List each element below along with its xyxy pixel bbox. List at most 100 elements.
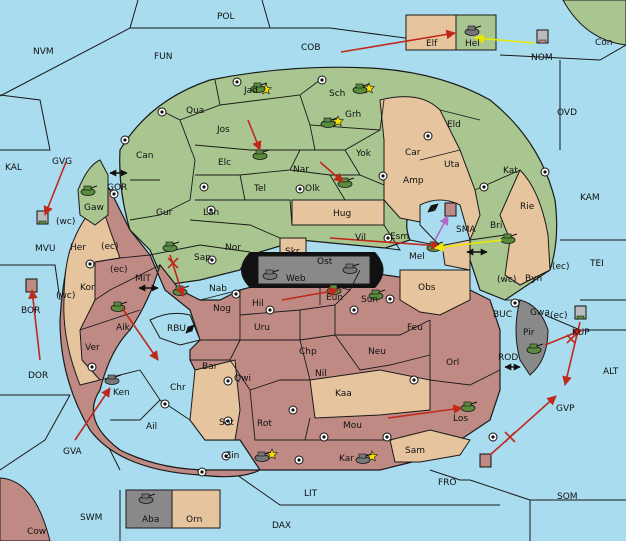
army-unit-kar[interactable]	[355, 453, 373, 464]
label-chp: Chp	[299, 347, 317, 357]
supply-center	[265, 305, 275, 315]
label-wc-3: (wc)	[56, 291, 75, 301]
label-som: SOM	[557, 492, 578, 502]
label-lit: LIT	[304, 489, 318, 499]
army-unit-sap[interactable]	[162, 241, 180, 252]
label-ec-2: (ec)	[552, 262, 570, 272]
label-hug: Hug	[333, 209, 351, 219]
canal-connectors	[109, 169, 521, 371]
army-unit-zin[interactable]	[254, 451, 272, 462]
fleet-unit-mvu[interactable]	[36, 210, 49, 225]
army-unit-jad[interactable]	[250, 82, 268, 93]
supply-centers	[85, 75, 550, 477]
label-nar: Nar	[293, 165, 309, 175]
supply-center	[319, 432, 329, 442]
label-nom: NOM	[531, 53, 553, 63]
army-unit-grh[interactable]	[320, 117, 338, 128]
fleet-unit-nom[interactable]	[536, 29, 549, 44]
move-arrow	[319, 161, 344, 183]
sea-rbu[interactable]	[149, 312, 201, 346]
label-ken: Ken	[113, 388, 130, 398]
province-sot[interactable]	[189, 359, 241, 441]
supply-center	[120, 135, 130, 145]
label-feu: Feu	[407, 323, 423, 333]
supply-center	[540, 167, 550, 177]
supply-center	[157, 107, 167, 117]
label-kal: KAL	[5, 163, 22, 173]
label-mvu: MVU	[35, 244, 56, 254]
label-pol: POL	[217, 12, 235, 22]
label-swm: SWM	[80, 513, 102, 523]
province-pir[interactable]	[515, 299, 549, 376]
label-jad: Jad	[243, 86, 258, 96]
army-unit-elc[interactable]	[252, 149, 270, 160]
label-ovd: OVD	[557, 108, 577, 118]
supply-center	[223, 376, 233, 386]
army-unit-sun[interactable]	[368, 289, 386, 300]
supply-center	[479, 182, 489, 192]
label-kup: KUP	[572, 328, 590, 338]
army-unit-aba[interactable]	[138, 493, 156, 504]
fleet-unit-bor[interactable]	[25, 278, 38, 293]
double-arrow-icon	[427, 203, 439, 213]
label-elc: Elc	[218, 158, 231, 168]
label-eun: Eun	[326, 293, 343, 303]
army-unit-ost[interactable]	[342, 263, 360, 274]
label-amp: Amp	[403, 176, 424, 186]
move-arrow	[387, 404, 463, 419]
label-bri: Bri	[490, 221, 502, 231]
label-uru: Uru	[254, 323, 270, 333]
order-arrows	[28, 29, 583, 456]
label-qua: Qua	[186, 106, 204, 116]
army-unit-pir[interactable]	[526, 343, 544, 354]
supply-center	[295, 184, 305, 194]
fleet-unit-gvp[interactable]	[479, 453, 492, 468]
supply-center	[160, 399, 170, 409]
label-nog: Nog	[213, 304, 231, 314]
label-ec-4: (ec)	[550, 311, 568, 321]
army-unit-gaw[interactable]	[80, 185, 98, 196]
support-arrow	[474, 33, 536, 44]
label-sch: Sch	[329, 89, 345, 99]
label-tei: TEI	[589, 259, 604, 269]
province-sam[interactable]	[389, 429, 471, 463]
label-byn: Byn	[525, 274, 542, 284]
label-ec-1: (ec)	[101, 242, 119, 252]
supply-center	[423, 131, 433, 141]
label-vil: Vil	[355, 233, 366, 243]
supply-center	[510, 298, 520, 308]
label-buc: BUC	[493, 310, 512, 320]
label-orn: Orn	[186, 515, 202, 525]
supply-center	[223, 416, 233, 426]
army-unit-aik[interactable]	[110, 301, 128, 312]
label-wc-2: (wc)	[497, 275, 516, 285]
supply-center	[232, 77, 242, 87]
supply-center	[349, 305, 359, 315]
province-orn[interactable]	[171, 489, 221, 529]
province-web[interactable]	[257, 255, 371, 285]
supply-center	[378, 171, 388, 181]
province-kaa[interactable]	[309, 369, 431, 419]
army-unit-ken[interactable]	[104, 374, 122, 385]
label-fun: FUN	[154, 52, 173, 62]
army-unit-hel[interactable]	[464, 25, 482, 36]
province-rie-byn[interactable]	[499, 169, 551, 286]
fleet-unit-sma[interactable]	[444, 202, 457, 217]
move-arrow	[544, 328, 583, 346]
label-car: Car	[405, 148, 421, 158]
army-unit-sch[interactable]	[352, 83, 370, 94]
label-gwa: Gwa	[530, 308, 550, 318]
supply-center	[409, 375, 419, 385]
label-pir: Pir	[523, 328, 535, 338]
supply-center	[294, 455, 304, 465]
army-unit-web[interactable]	[262, 269, 280, 280]
move-arrow	[281, 286, 339, 301]
label-uta: Uta	[444, 160, 460, 170]
label-obs: Obs	[418, 283, 436, 293]
label-eld: Eld	[447, 120, 461, 130]
fleet-unit-kup[interactable]	[574, 305, 587, 320]
label-can: Can	[136, 151, 154, 161]
province-obs[interactable]	[399, 269, 471, 316]
label-kar: Kar	[339, 454, 354, 464]
